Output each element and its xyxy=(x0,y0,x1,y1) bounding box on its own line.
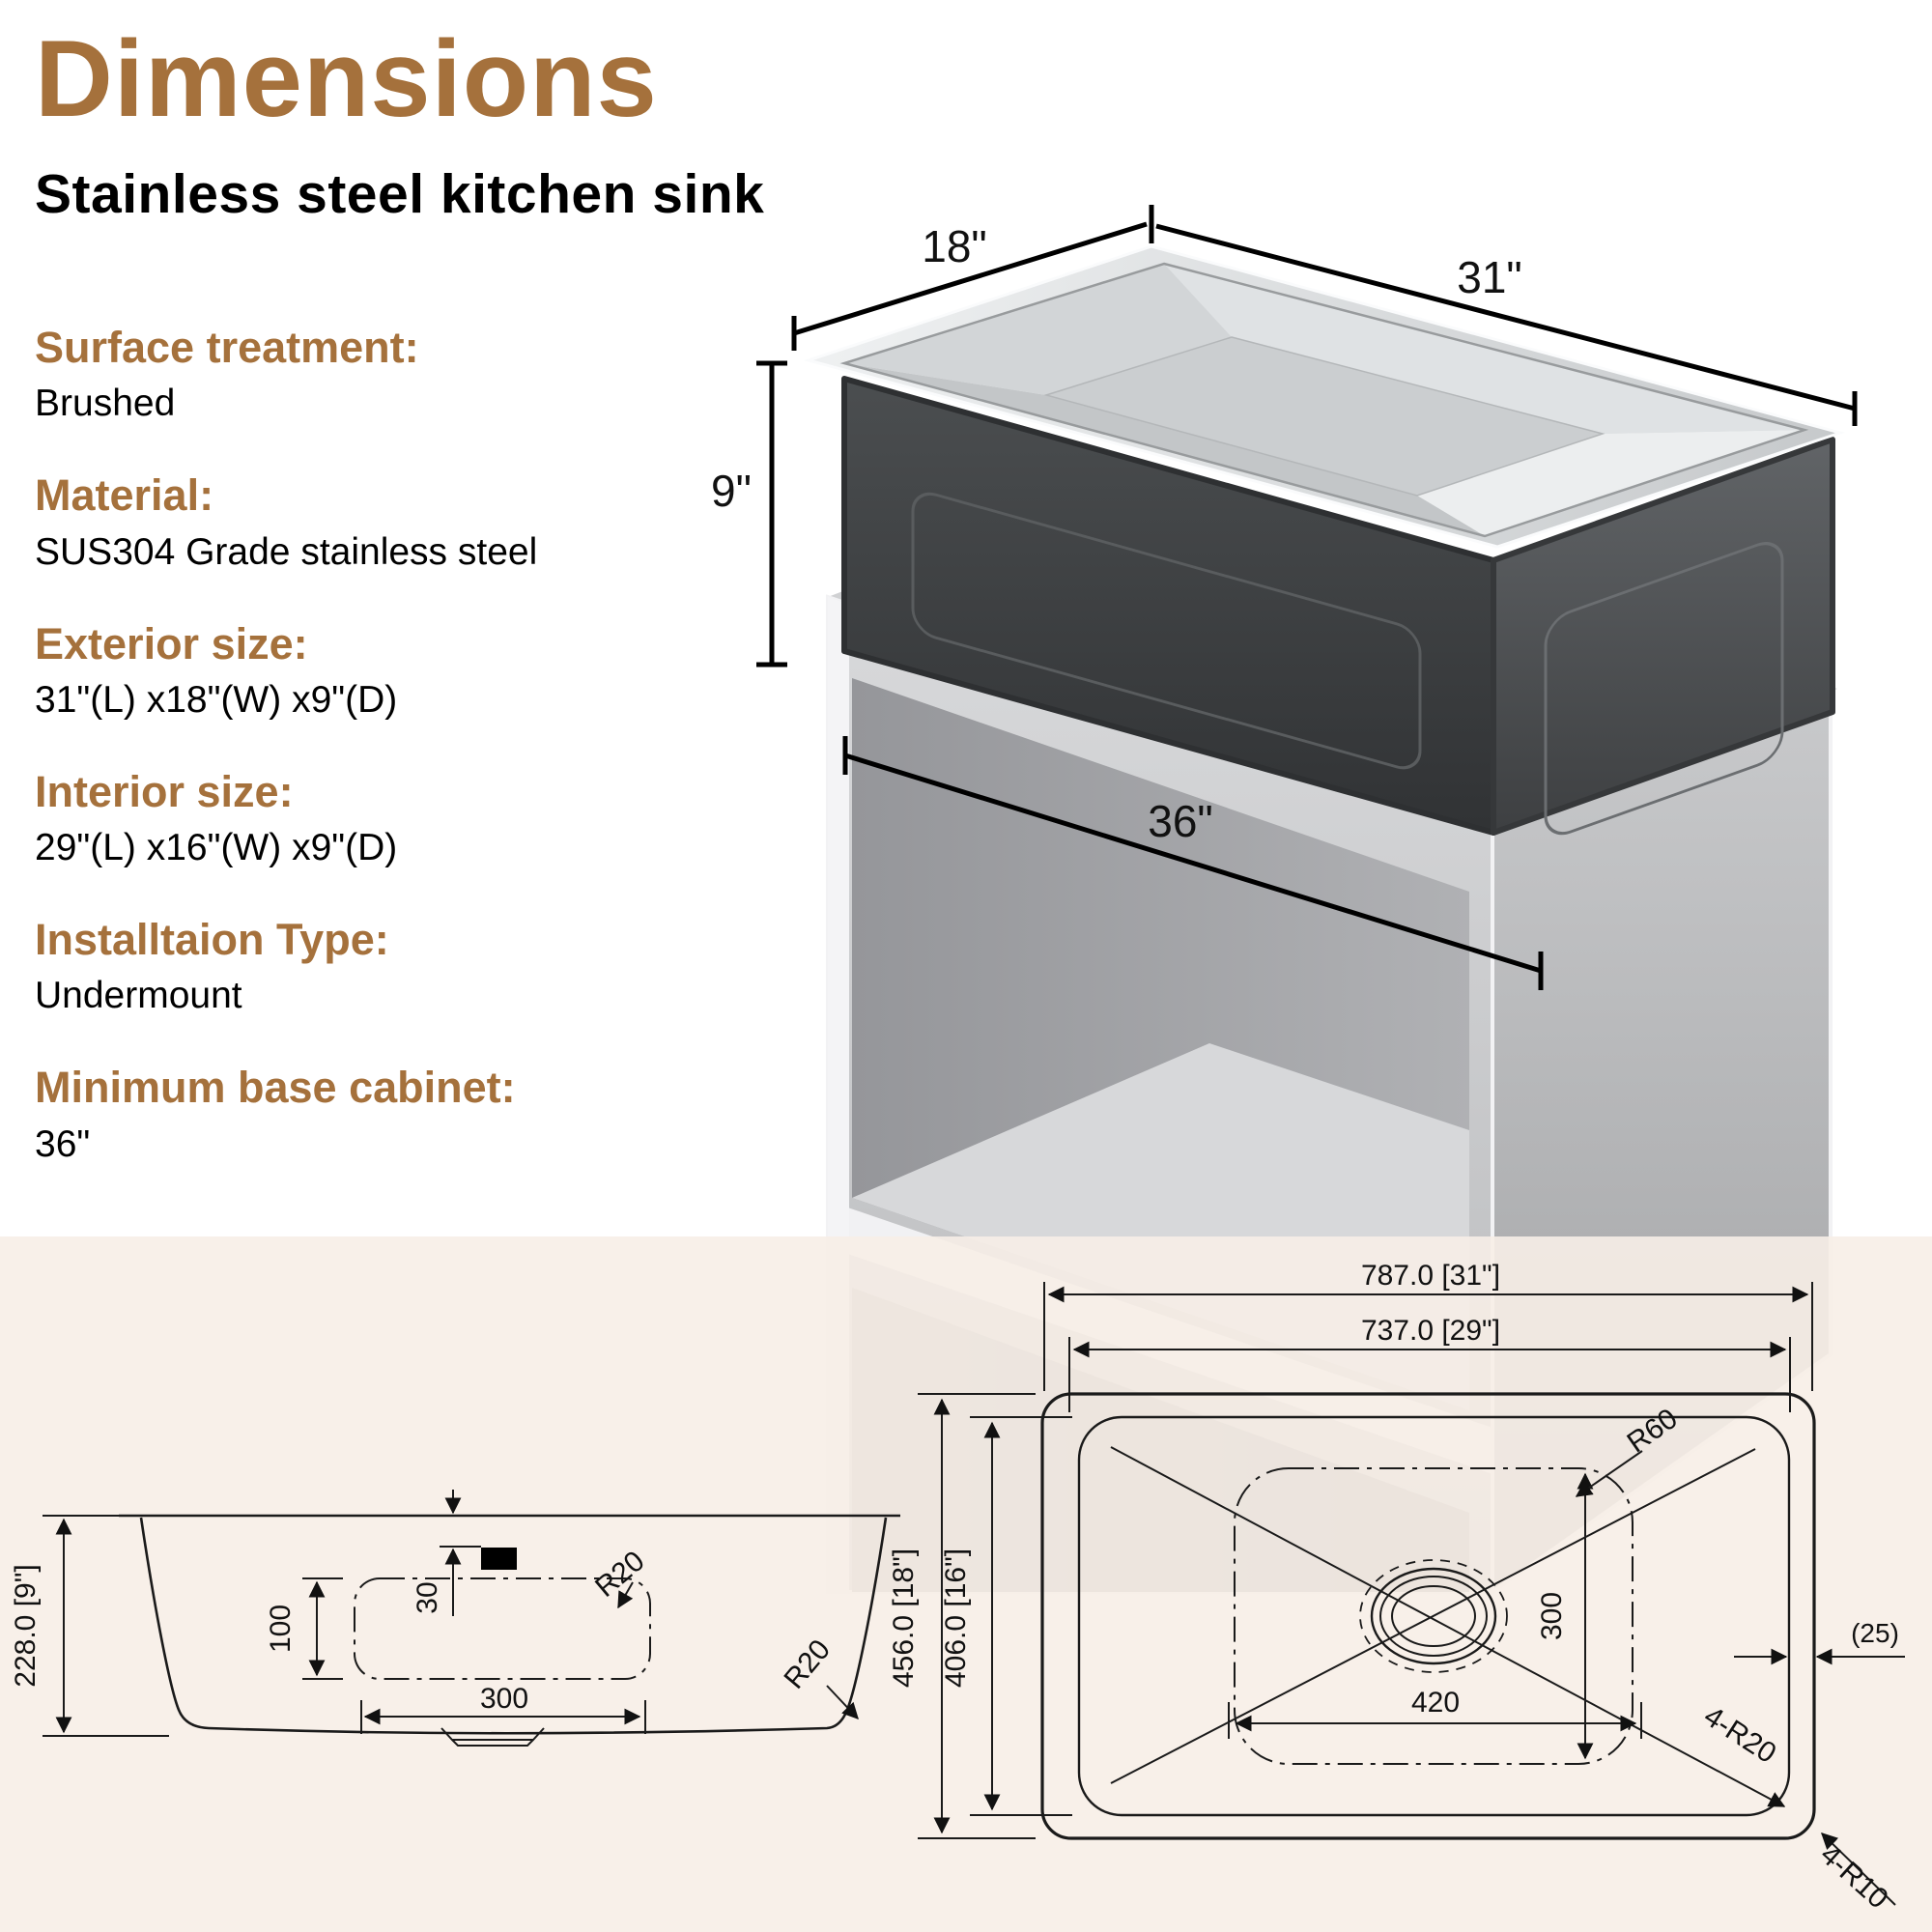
section-fitting-mark xyxy=(481,1548,517,1570)
spec-material: Material: SUS304 Grade stainless steel xyxy=(35,470,653,573)
drain-outer-dashed xyxy=(1359,1559,1508,1673)
inner-width-label: 406.0 [16"] xyxy=(940,1548,972,1688)
ledge-radius-leader xyxy=(617,1581,634,1609)
top-view-outer-rect xyxy=(1040,1392,1816,1840)
drain-ring-3 xyxy=(1391,1585,1476,1647)
spec-label: Exterior size: xyxy=(35,618,308,668)
spec-surface-treatment: Surface treatment: Brushed xyxy=(35,323,653,425)
spec-interior-size: Interior size: 29"(L) x16"(W) x9"(D) xyxy=(35,766,653,868)
bowl-corner-radius-leader xyxy=(1575,1450,1643,1497)
ledge-height-label: 100 xyxy=(265,1605,297,1653)
spec-value: 31"(L) x18"(W) x9"(D) xyxy=(35,678,398,721)
ledge-width-label: 300 xyxy=(480,1683,528,1715)
outer-width-label: 456.0 [18"] xyxy=(888,1548,920,1688)
spec-value: Brushed xyxy=(35,383,176,425)
spec-value: SUS304 Grade stainless steel xyxy=(35,530,538,573)
section-bowl-outline xyxy=(139,1517,888,1735)
spec-installation-type: Installtaion Type: Undermount xyxy=(35,915,653,1017)
width-dim-line xyxy=(793,221,1148,336)
spec-value: 36" xyxy=(35,1122,91,1165)
inner-length-label: 737.0 [29"] xyxy=(1361,1315,1500,1347)
top-view-bowl-bottom-dashed xyxy=(1234,1467,1634,1765)
iso-dimensions xyxy=(756,205,1858,990)
section-drain xyxy=(440,1727,545,1747)
sink-interior-right-wall xyxy=(1417,430,1804,536)
section-ledge-dashed xyxy=(354,1577,651,1680)
cabinet-dim-label: 36" xyxy=(1148,796,1213,846)
spec-value: Undermount xyxy=(35,975,242,1017)
spec-exterior-size: Exterior size: 31"(L) x18"(W) x9"(D) xyxy=(35,618,653,721)
sink-interior-bottom xyxy=(1043,336,1605,497)
depth-dim-label: 9" xyxy=(711,466,752,516)
cabinet-dim-line xyxy=(844,753,1542,974)
spec-minimum-base-cabinet: Minimum base cabinet: 36" xyxy=(35,1063,653,1165)
diagonal-line-2 xyxy=(1110,1448,1756,1784)
length-dim-label: 31" xyxy=(1457,252,1522,302)
sink-interior-left-wall xyxy=(844,264,1232,395)
spec-label: Material: xyxy=(35,470,214,521)
spec-label: Minimum base cabinet: xyxy=(35,1063,516,1113)
drain-ring-2 xyxy=(1379,1576,1488,1657)
sink-body-right-panel xyxy=(1544,542,1784,836)
diagonal-line-1 xyxy=(1110,1446,1786,1807)
spec-label: Interior size: xyxy=(35,766,294,816)
sink-body-front-panel xyxy=(911,492,1422,770)
top-view-drawing xyxy=(918,1282,1905,1906)
bowl-width-label: 420 xyxy=(1411,1687,1460,1719)
bowl-height-label: 300 xyxy=(1536,1592,1568,1640)
sink-inner-rim xyxy=(839,262,1809,538)
overall-depth-label: 228.0 [9"] xyxy=(10,1564,42,1687)
iso-dimension-labels: 18" 31" 9" 36" xyxy=(711,221,1522,846)
page-title: Dimensions xyxy=(35,18,658,139)
corner-radius-leader xyxy=(826,1685,859,1719)
section-view-drawing xyxy=(43,1490,900,1747)
outer-length-label: 787.0 [31"] xyxy=(1361,1260,1500,1292)
spec-list: Surface treatment: Brushed Material: SUS… xyxy=(35,325,653,1213)
spec-label: Installtaion Type: xyxy=(35,915,389,964)
top-view-inner-rect xyxy=(1077,1415,1791,1817)
flange-width-label: (25) xyxy=(1851,1618,1899,1648)
length-dim-line xyxy=(1155,223,1856,412)
spec-label: Surface treatment: xyxy=(35,323,419,372)
rim-offset-label: 30 xyxy=(412,1581,443,1613)
spec-value: 29"(L) x16"(W) x9"(D) xyxy=(35,827,398,868)
top-view-labels: 787.0 [31"] 737.0 [29"] 456.0 [18"] 406.… xyxy=(888,1260,1899,1916)
width-dim-label: 18" xyxy=(922,221,987,271)
sink-body-right-face xyxy=(1491,437,1835,836)
header: Dimensions Stainless steel kitchen sink xyxy=(35,25,764,226)
page-subtitle: Stainless steel kitchen sink xyxy=(35,163,765,225)
outer-corner-radius-leader xyxy=(1821,1833,1896,1906)
drain-ring-1 xyxy=(1370,1567,1497,1665)
sink-illustration xyxy=(803,244,1846,836)
